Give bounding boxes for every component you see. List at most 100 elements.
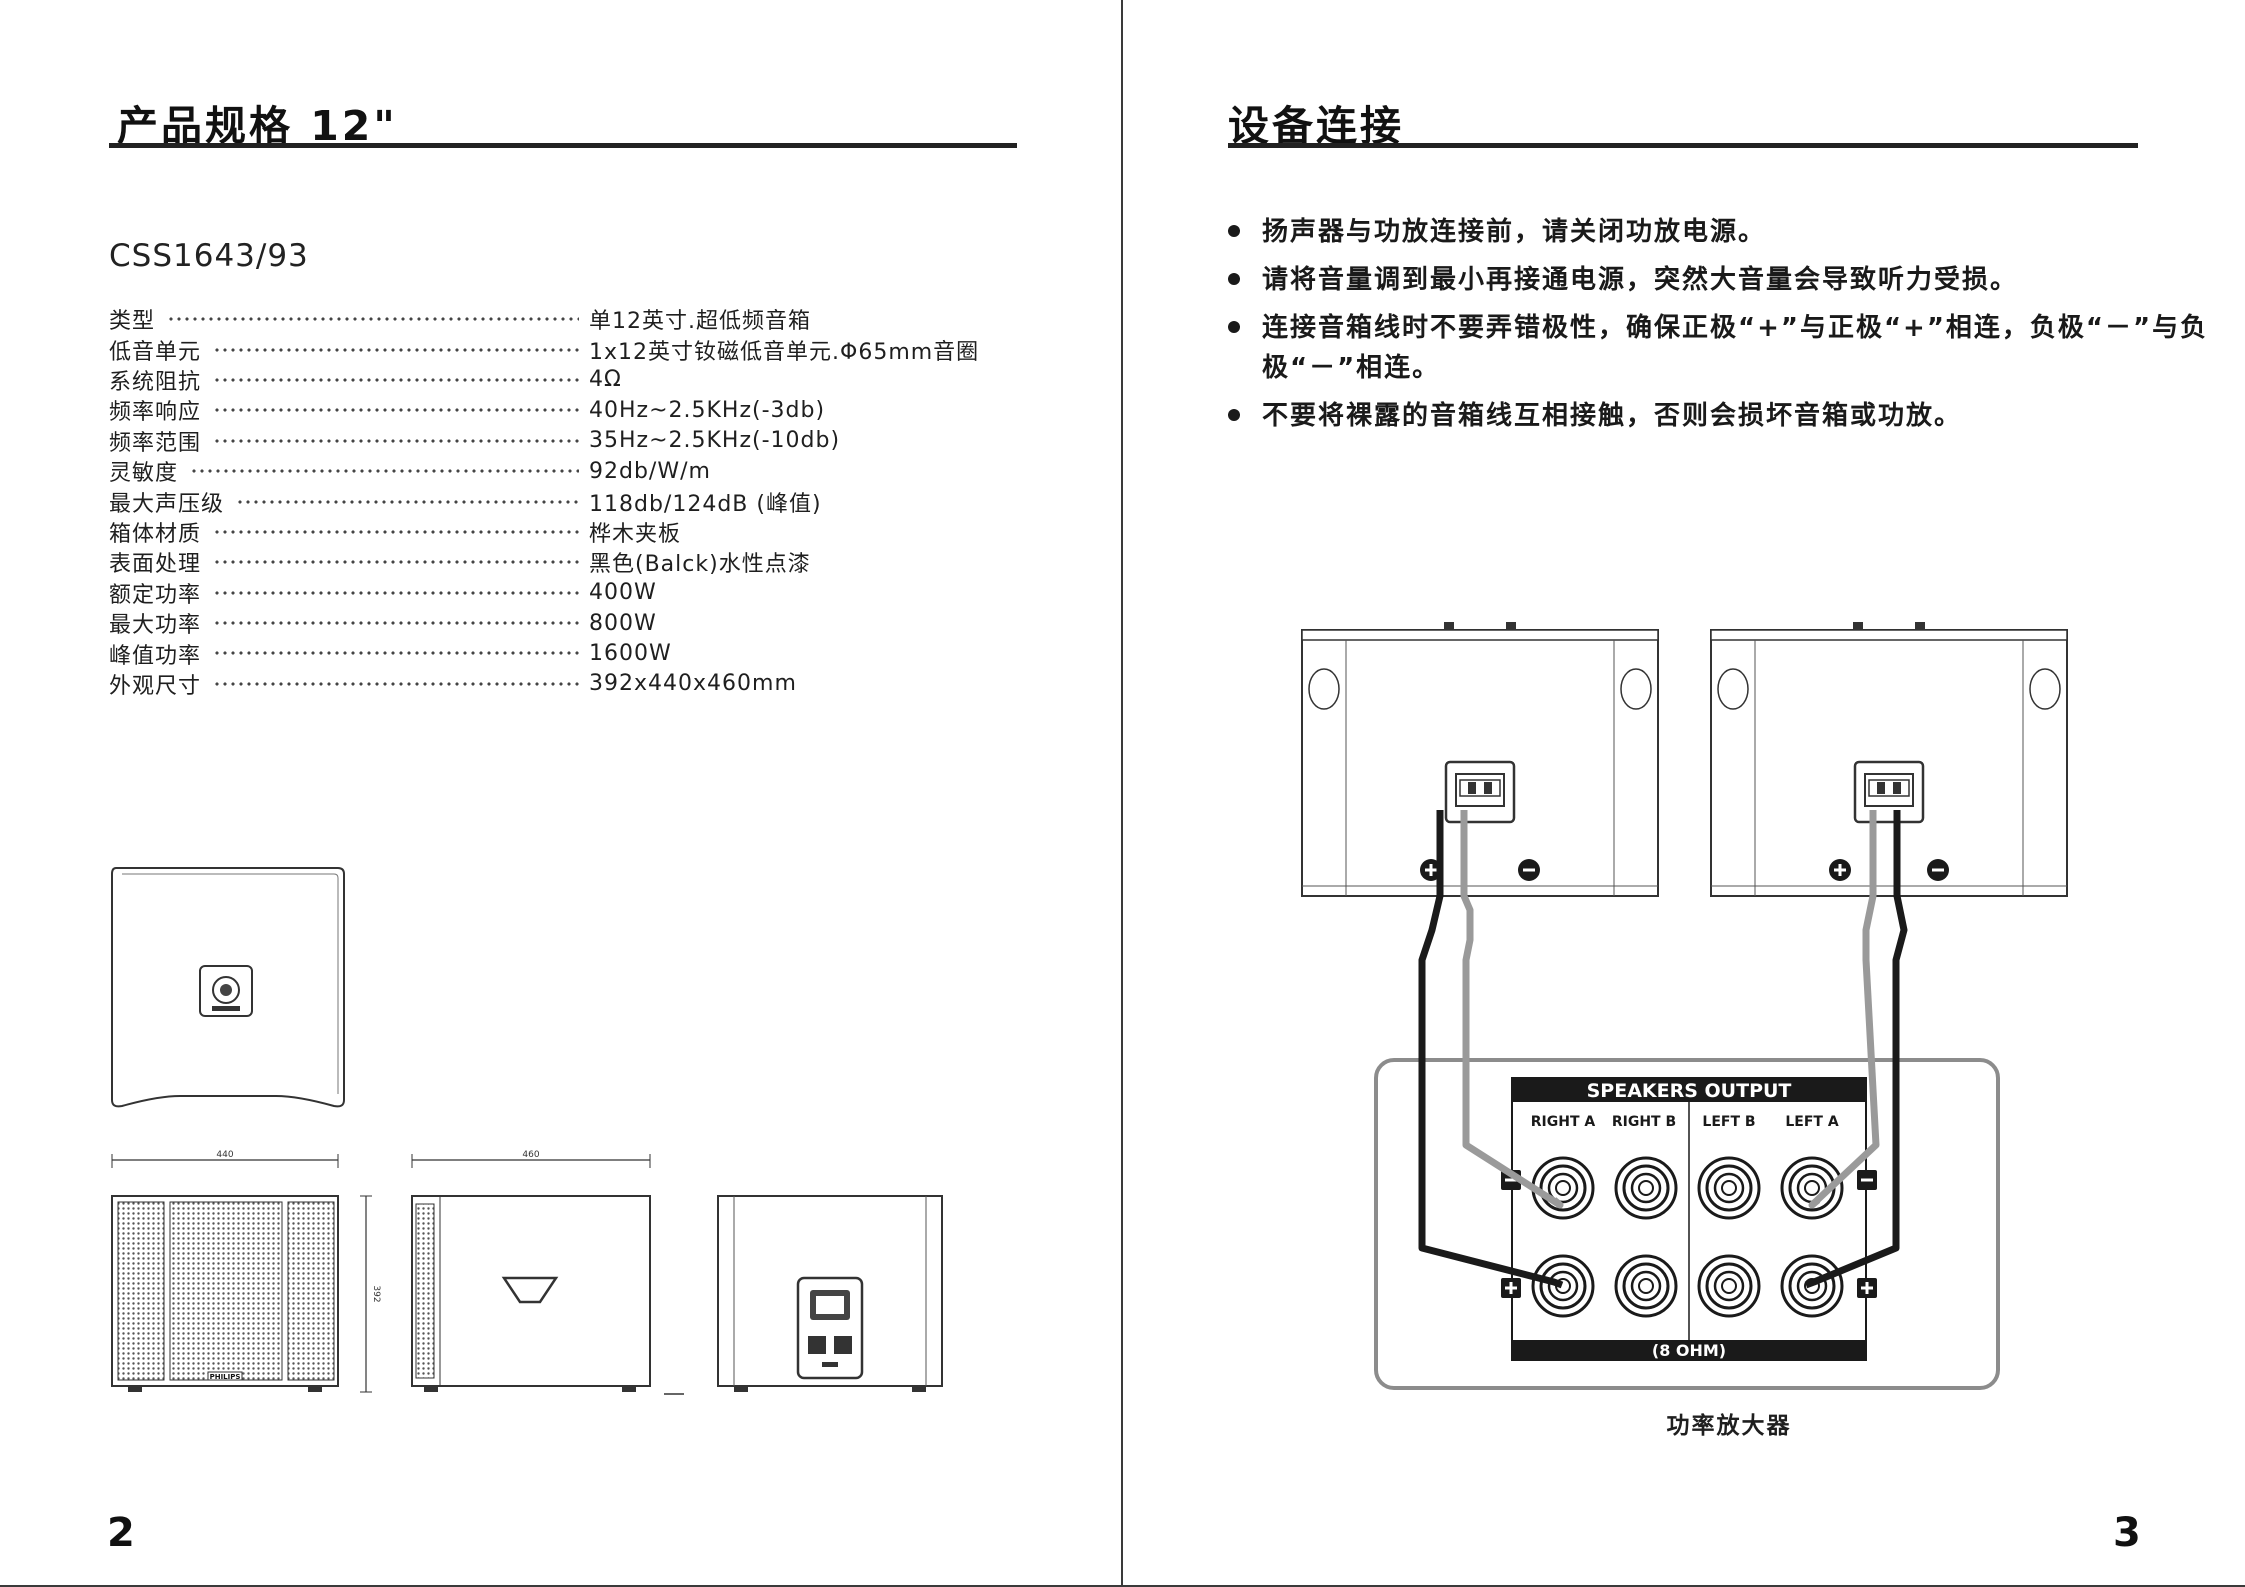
dot-leader [213, 346, 579, 353]
dot-leader [213, 559, 579, 566]
wire-negative-left [1460, 810, 1564, 1209]
spec-value: 400W [589, 580, 657, 606]
wire-positive-left [1418, 810, 1564, 1289]
spec-row: 系统阻抗 4Ω [109, 365, 1009, 395]
dot-leader [213, 589, 579, 596]
channel-label: LEFT B [1702, 1114, 1755, 1130]
dot-leader [213, 620, 579, 627]
wire-positive-right [1804, 810, 1908, 1289]
title-rule [1228, 143, 2138, 148]
spec-label: 箱体材质 [109, 521, 202, 547]
spec-row: 低音单元 1x12英寸钕磁低音单元.Φ65mm音圈 [109, 334, 1009, 365]
page-spine [1121, 0, 1123, 1587]
binding-post-jack [1531, 1156, 1595, 1220]
rear-view-drawing [664, 1195, 943, 1395]
spec-label: 额定功率 [109, 582, 202, 608]
spec-value: 92db/W/m [589, 458, 711, 484]
note-text: 扬声器与功放连接前，请关闭功放电源。 [1262, 217, 1767, 247]
spec-value: 桦木夹板 [589, 521, 682, 547]
model-number: CSS1643/93 [109, 238, 309, 274]
spec-label: 频率范围 [109, 430, 202, 456]
channel-label: RIGHT B [1612, 1114, 1676, 1130]
binding-post-jack [1697, 1254, 1761, 1318]
dot-leader [213, 376, 579, 383]
spec-row: 峰值功率 1600W [109, 638, 1009, 669]
title-rule [109, 143, 1017, 148]
binding-post-jack [1531, 1254, 1595, 1318]
connection-note: 不要将裸露的音箱线互相接触，否则会损坏音箱或功放。 [1224, 396, 2244, 436]
binding-post-jack [1614, 1254, 1678, 1318]
spec-row: 额定功率 400W [109, 578, 1009, 608]
spec-label: 灵敏度 [109, 461, 179, 487]
spec-row: 类型 单12英寸.超低频音箱 [109, 304, 1009, 334]
spec-row: 最大声压级 118db/124dB (峰值) [109, 486, 1009, 517]
spec-value: 40Hz~2.5KHz(-3db) [589, 397, 826, 423]
spec-label: 最大声压级 [109, 491, 225, 517]
spec-value: 单12英寸.超低频音箱 [589, 309, 811, 335]
spec-row: 箱体材质 桦木夹板 [109, 517, 1009, 547]
spec-label: 低音单元 [109, 339, 202, 365]
spec-value: 118db/124dB (峰值) [589, 491, 822, 517]
top-view-drawing [111, 867, 345, 1108]
right-page: 设备连接 扬声器与功放连接前，请关闭功放电源。请将音量调到最小再接通电源，突然大… [1124, 0, 2245, 1587]
spec-value: 392x440x460mm [589, 671, 797, 697]
dot-leader [213, 407, 579, 414]
connection-note: 连接音箱线时不要弄错极性，确保正极“+”与正极“+”相连，负极“－”与负极“－”… [1224, 308, 2244, 388]
dot-leader [213, 437, 579, 444]
binding-post-jack [1697, 1156, 1761, 1220]
spec-row: 灵敏度 92db/W/m [109, 456, 1009, 487]
spec-label: 类型 [109, 309, 156, 335]
spec-label: 最大功率 [109, 613, 202, 639]
note-text: 请将音量调到最小再接通电源，突然大音量会导致听力受损。 [1262, 265, 2019, 295]
speakers-output-header: SPEAKERS OUTPUT [1587, 1080, 1792, 1102]
page-bottom-edge [0, 1585, 2245, 1587]
speaker-right [1710, 622, 2068, 897]
page-number: 2 [107, 1510, 135, 1556]
brand-logo: PHILIPS [210, 1373, 241, 1381]
dot-leader [213, 650, 579, 657]
connection-diagram: SPEAKERS OUTPUT (8 OHM) RIGHT A RIGHT B LE… [1301, 622, 2068, 1390]
page-title: 产品规格 12" [117, 102, 398, 150]
channel-label: LEFT A [1785, 1114, 1838, 1130]
spec-label: 表面处理 [109, 552, 202, 578]
page-title: 设备连接 [1228, 102, 1404, 150]
dot-leader [190, 468, 579, 475]
connection-notes: 扬声器与功放连接前，请关闭功放电源。请将音量调到最小再接通电源，突然大音量会导致… [1224, 212, 2244, 444]
binding-post-jack [1614, 1156, 1678, 1220]
channel-label: RIGHT A [1531, 1114, 1596, 1130]
spec-value: 4Ω [589, 367, 622, 393]
side-view-drawing: 460 [411, 1150, 651, 1392]
dot-leader [167, 316, 579, 323]
spec-label: 系统阻抗 [109, 369, 202, 395]
connection-note: 请将音量调到最小再接通电源，突然大音量会导致听力受损。 [1224, 260, 2244, 300]
front-view-drawing: 440 PHILIPS 392 [111, 1150, 381, 1393]
left-page: 产品规格 12" CSS1643/93 类型 单12英寸.超低频音箱低音单元 1x1… [0, 0, 1121, 1587]
connection-note: 扬声器与功放连接前，请关闭功放电源。 [1224, 212, 2244, 252]
spec-label: 频率响应 [109, 400, 202, 426]
dot-leader [213, 680, 579, 687]
dot-leader [213, 528, 579, 535]
bullet-icon [1228, 225, 1240, 237]
spec-value: 黑色(Balck)水性点漆 [589, 552, 811, 578]
spec-label: 峰值功率 [109, 643, 202, 669]
height-dimension: 392 [371, 1285, 381, 1302]
spec-row: 表面处理 黑色(Balck)水性点漆 [109, 547, 1009, 577]
amplifier-caption: 功率放大器 [1666, 1413, 1792, 1439]
spec-value: 1x12英寸钕磁低音单元.Φ65mm音圈 [589, 339, 980, 365]
dot-leader [236, 498, 579, 505]
spec-value: 35Hz~2.5KHz(-10db) [589, 428, 841, 454]
bullet-icon [1228, 273, 1240, 285]
bullet-icon [1228, 409, 1240, 421]
spec-value: 1600W [589, 640, 672, 666]
spec-row: 频率响应 40Hz~2.5KHz(-3db) [109, 395, 1009, 426]
note-text: 不要将裸露的音箱线互相接触，否则会损坏音箱或功放。 [1262, 401, 1963, 431]
impedance-label: (8 OHM) [1652, 1341, 1726, 1360]
speaker-left [1301, 622, 1659, 897]
page-number: 3 [2113, 1510, 2141, 1556]
spec-row: 频率范围 35Hz~2.5KHz(-10db) [109, 426, 1009, 456]
note-text: 连接音箱线时不要弄错极性，确保正极“+”与正极“+”相连，负极“－”与负极“－”… [1262, 313, 2209, 383]
wire-negative-right [1808, 810, 1880, 1209]
width-dimension: 440 [216, 1150, 233, 1160]
